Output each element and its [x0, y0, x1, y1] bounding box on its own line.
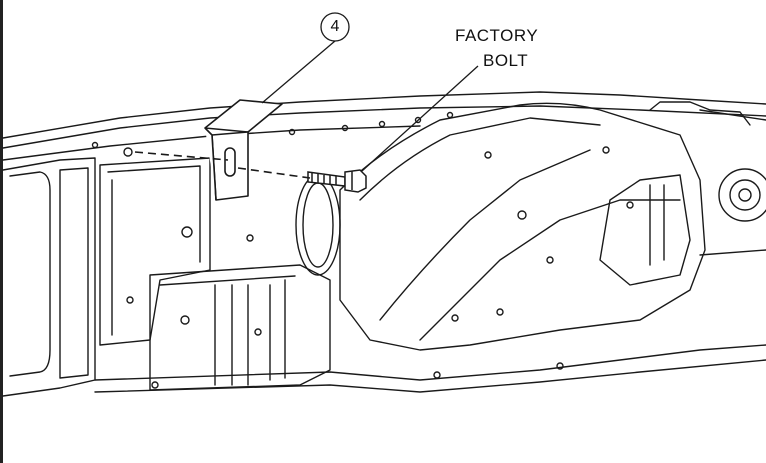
factory-label: FACTORY: [455, 26, 539, 45]
bolt-label: BOLT: [483, 51, 529, 70]
callout-number: 4: [330, 18, 340, 35]
factory-bolt: [307, 169, 367, 193]
round-boss: [718, 168, 766, 222]
frame-horn: [339, 102, 706, 351]
rail-top-edge: [2, 91, 766, 139]
callout-circle: [320, 12, 350, 42]
callout-leader: [261, 40, 336, 104]
bracket-part: [204, 99, 283, 201]
rail-top-edge-inner: [2, 105, 766, 149]
mount-plate: [99, 157, 211, 346]
rail-left-outer: [2, 157, 96, 397]
alignment-line-lower: [237, 167, 311, 179]
alignment-line-upper: [134, 151, 229, 161]
label-leader: [361, 65, 479, 172]
page-left-border: [0, 0, 3, 463]
